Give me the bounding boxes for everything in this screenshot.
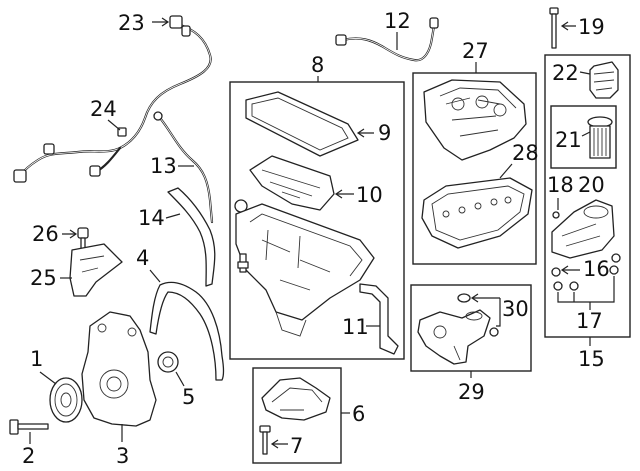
leader-16: [560, 265, 580, 275]
valve-cover-gasket: [421, 177, 533, 249]
callout-14: 14: [138, 206, 165, 230]
oil-pickup-tube: [359, 283, 399, 355]
oil-filter-group-frame: [544, 54, 631, 338]
oil-filter-element: [587, 116, 613, 159]
callout-29: 29: [458, 380, 485, 404]
callout-11: 11: [342, 315, 369, 339]
callout-24: 24: [90, 97, 117, 121]
valve-cover: [423, 79, 527, 161]
leader-17: [557, 276, 615, 310]
callout-5: 5: [182, 385, 195, 409]
engine-front-cover: [81, 311, 157, 427]
callout-2: 2: [22, 444, 35, 468]
sensor-harness: [13, 15, 212, 183]
callout-12: 12: [384, 9, 411, 33]
callout-6: 6: [352, 402, 365, 426]
pulley-bolt: [9, 419, 49, 435]
callout-20: 20: [578, 173, 605, 197]
valve-cover-group-frame: [412, 72, 537, 265]
crankshaft-pulley: [49, 377, 83, 423]
leader-7: [270, 439, 288, 449]
callout-1: 1: [30, 347, 43, 371]
oil-pan-group-frame: [229, 81, 405, 360]
callout-27: 27: [462, 39, 489, 63]
dipstick-tube: [153, 111, 214, 224]
callout-13: 13: [150, 154, 177, 178]
callout-8: 8: [311, 53, 324, 77]
mounting-bracket: [69, 243, 123, 297]
timing-cover-gasket: [149, 281, 225, 381]
sensor-wire: [335, 17, 439, 62]
housing-seal-16: [551, 267, 561, 277]
oil-filter-cap: [589, 61, 619, 99]
leader-26: [62, 229, 78, 239]
bracket-bolt: [77, 227, 89, 251]
filter-oring: [552, 211, 560, 219]
leader-14: [165, 213, 181, 219]
callout-19: 19: [578, 15, 605, 39]
front-cover-gasket: [167, 187, 216, 287]
callout-16: 16: [583, 257, 610, 281]
housing-bolt: [549, 7, 559, 49]
housing-seal-17b: [569, 281, 579, 291]
callout-30: 30: [502, 297, 529, 321]
callout-4: 4: [136, 246, 149, 270]
lower-oil-pan: [261, 377, 331, 421]
leader-22: [579, 71, 591, 75]
leader-24: [107, 119, 121, 131]
drain-plug: [237, 253, 249, 273]
leader-5: [175, 371, 185, 387]
oil-filter-element-frame: [550, 105, 617, 169]
callout-28: 28: [512, 141, 539, 165]
leader-19: [560, 21, 576, 31]
callout-18: 18: [547, 173, 574, 197]
callout-9: 9: [378, 121, 391, 145]
leader-4: [149, 269, 161, 283]
callout-25: 25: [30, 266, 57, 290]
callout-26: 26: [32, 222, 59, 246]
thermostat-housing: [417, 309, 491, 365]
leader-28: [499, 163, 513, 179]
oil-pan-gasket: [245, 91, 359, 157]
callout-21: 21: [555, 128, 582, 152]
leader-9: [356, 128, 374, 138]
housing-washer: [489, 327, 499, 337]
callout-3: 3: [116, 444, 129, 468]
leader-23: [152, 17, 170, 27]
callout-15: 15: [578, 347, 605, 371]
callout-10: 10: [356, 183, 383, 207]
leader-30: [470, 293, 501, 327]
callout-7: 7: [290, 434, 303, 458]
leader-1: [39, 371, 57, 385]
oil-baffle: [249, 155, 335, 211]
lower-pan-group-frame: [252, 367, 342, 464]
callout-17: 17: [576, 309, 603, 333]
callout-22: 22: [552, 61, 579, 85]
crank-seal: [157, 351, 179, 373]
housing-seal-17c: [609, 265, 619, 275]
callout-23: 23: [118, 11, 145, 35]
leader-21: [581, 131, 591, 137]
housing-seal-17a: [553, 281, 563, 291]
leader-10: [334, 189, 354, 199]
housing-gasket: [457, 293, 471, 303]
lower-pan-bolt: [259, 425, 271, 455]
